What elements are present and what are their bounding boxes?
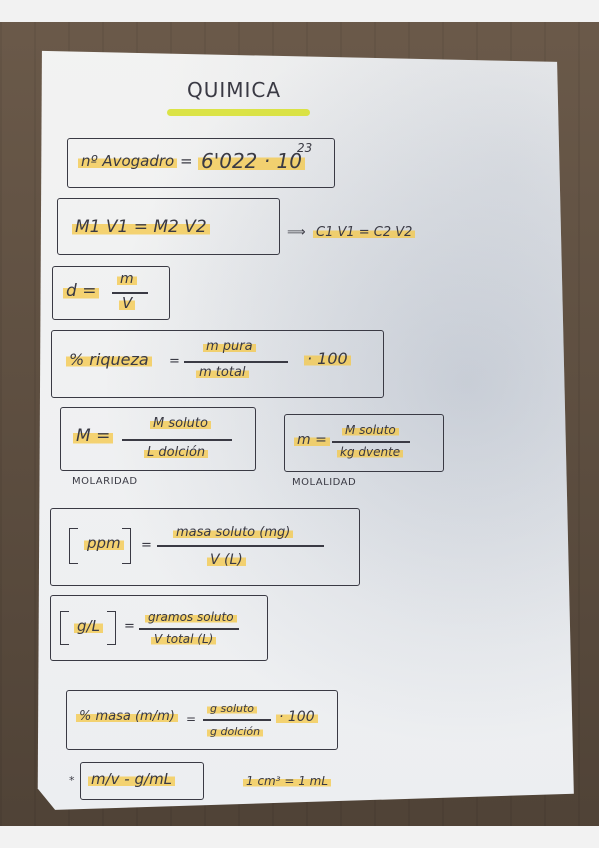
- avogadro-value: 6'022 · 10: [198, 149, 305, 173]
- riqueza-lhs: % riqueza: [66, 350, 152, 369]
- riqueza-factor: · 100: [304, 349, 351, 368]
- riqueza-numerator: m pura: [203, 339, 256, 354]
- top-margin: [0, 0, 599, 22]
- molalidad-lhs: m =: [294, 432, 330, 448]
- gl-left-bracket: [60, 611, 69, 645]
- gl-fraction-bar: [139, 628, 239, 630]
- molaridad-box: [60, 407, 256, 471]
- gl-right-bracket: [107, 611, 116, 645]
- riqueza-equals: =: [169, 354, 180, 369]
- avogadro-exponent: 23: [297, 141, 313, 155]
- ppm-lhs: ppm: [84, 534, 124, 552]
- molalidad-numerator: M soluto: [342, 423, 399, 437]
- mv-note: 1 cm³ = 1 mL: [243, 774, 332, 788]
- riqueza-box: [51, 330, 384, 398]
- density-lhs: d =: [63, 281, 100, 301]
- molalidad-fraction-bar: [332, 441, 410, 443]
- molalidad-box: [284, 414, 444, 472]
- ppm-numerator: masa soluto (mg): [173, 525, 294, 540]
- density-numerator: m: [117, 271, 137, 287]
- ppm-box: [50, 508, 360, 586]
- masa-fraction-bar: [203, 719, 271, 721]
- masa-numerator: g soluto: [207, 702, 258, 715]
- riqueza-denominator: m total: [196, 365, 249, 380]
- gl-numerator: gramos soluto: [145, 610, 237, 624]
- density-denominator: V: [119, 294, 136, 312]
- title-highlight: [167, 109, 310, 116]
- page-title: QUIMICA: [187, 78, 282, 102]
- masa-equals: =: [186, 712, 197, 726]
- density-box: [52, 266, 170, 320]
- mv-box: [80, 762, 204, 800]
- gl-denominator: V total (L): [151, 632, 217, 646]
- riqueza-fraction-bar: [184, 361, 288, 363]
- ppm-right-bracket: [122, 528, 131, 564]
- masa-lhs: % masa (m/m): [76, 709, 178, 724]
- masa-denominator: g dolción: [207, 725, 264, 738]
- masa-factor: · 100: [276, 709, 318, 725]
- molalidad-caption: MOLALIDAD: [292, 477, 357, 488]
- masa-box: [66, 690, 338, 750]
- gl-box: [50, 595, 268, 661]
- molaridad-denominator: L dolción: [144, 445, 209, 460]
- density-fraction-bar: [112, 292, 148, 294]
- avogadro-equals: =: [180, 152, 193, 170]
- molaridad-numerator: M soluto: [150, 416, 211, 431]
- molaridad-fraction-bar: [122, 439, 232, 441]
- avogadro-box: [67, 138, 335, 188]
- mv-lhs: m/v - g/mL: [88, 770, 176, 788]
- avogadro-label: nº Avogadro: [78, 152, 178, 170]
- ppm-fraction-bar: [157, 545, 324, 547]
- molaridad-caption: MOLARIDAD: [72, 476, 138, 487]
- bottom-margin: [0, 826, 599, 848]
- mv-asterisk: *: [69, 774, 75, 787]
- molaridad-lhs: M =: [73, 426, 114, 446]
- dilution-lhs: M1 V1 = M2 V2: [72, 217, 210, 237]
- gl-equals: =: [124, 619, 135, 634]
- dilution-arrow: ⟹: [287, 225, 306, 240]
- ppm-equals: =: [141, 538, 152, 553]
- dilution-rhs: C1 V1 = C2 V2: [313, 225, 416, 240]
- ppm-left-bracket: [69, 528, 78, 564]
- ppm-denominator: V (L): [207, 552, 246, 568]
- dilution-box: [57, 198, 280, 255]
- molalidad-denominator: kg dvente: [337, 445, 404, 459]
- gl-lhs: g/L: [74, 617, 103, 635]
